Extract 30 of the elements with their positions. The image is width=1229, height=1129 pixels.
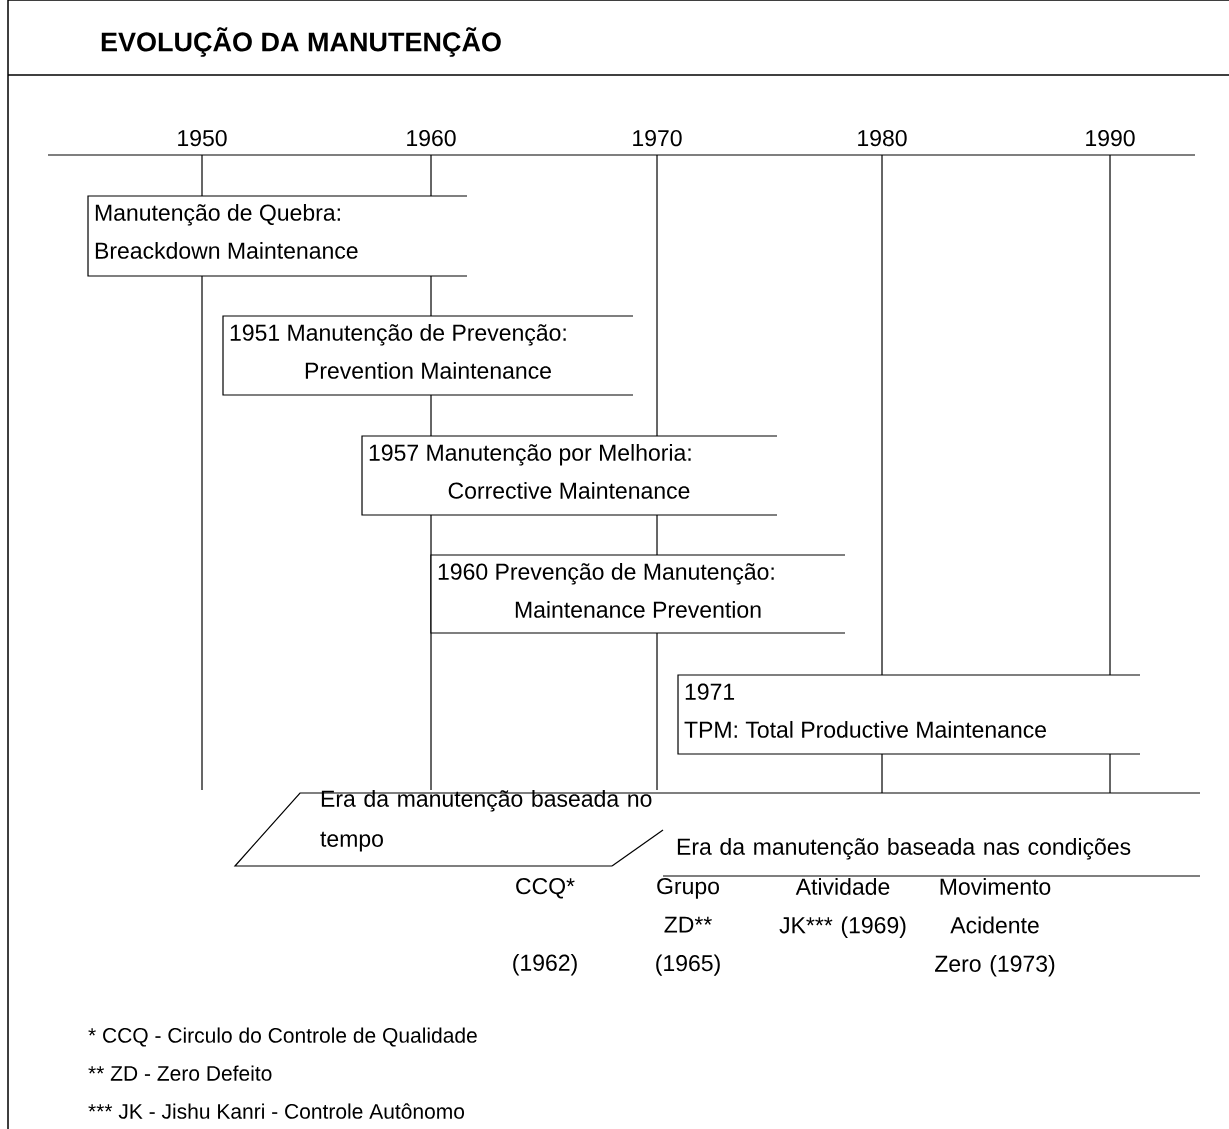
event-label: (1962) (513, 954, 577, 976)
node-label: Maintenance Prevention (515, 600, 761, 618)
year-label: 1970 (633, 129, 682, 147)
era-band: Era da manutenção baseada nas condições (611, 829, 1201, 877)
event-label: Grupo ZD** (1965) (656, 878, 720, 976)
node-label: Corrective Maintenance (448, 481, 690, 499)
footnote: *** JK - Jishu Kanri - Controle Autônomo (88, 1103, 465, 1119)
node-label: 1951 Manutenção de Prevenção: (230, 323, 566, 346)
era-box: 1957 Manutenção por Melhoria: Corrective Maintenance (361, 435, 778, 516)
node-label: 1960 Prevenção de Manutenção: (438, 562, 774, 585)
era-box: Manutenção de Quebra: Breackdown Maintenance (87, 195, 468, 277)
year-label: 1980 (858, 129, 907, 147)
era-box: 1951 Manutenção de Prevenção: Prevention Maintenance (222, 315, 634, 396)
title: EVOLUÇÃO DA MANUTENÇÃO (101, 27, 501, 57)
year-label: 1990 (1086, 129, 1135, 147)
node-label: TPM: Total Productive Maintenance (684, 720, 1046, 738)
footnote: ** ZD - Zero Defeito (88, 1065, 272, 1081)
node-label: 1957 Manutenção por Melhoria: (369, 443, 691, 466)
node-label: 1971 (685, 683, 735, 700)
event-label: Atividade JK*** (1969) (779, 878, 906, 938)
node-label: Manutenção de Quebra: (95, 203, 340, 226)
era-box: 1971 TPM: Total Productive Maintenance (677, 674, 1141, 755)
era-box: 1960 Prevenção de Manutenção: Maintenance Prevention (430, 554, 846, 634)
event-label: Movimento Acidente Zero (1973) (935, 878, 1055, 977)
year-label: 1950 (178, 129, 227, 147)
node-label: Prevention Maintenance (305, 361, 551, 379)
node-label: Breackdown Maintenance (95, 241, 358, 259)
footnote: * CCQ - Circulo do Controle de Qualidade (88, 1027, 477, 1047)
year-label: 1960 (407, 129, 456, 147)
event-label: CCQ* (516, 878, 575, 899)
